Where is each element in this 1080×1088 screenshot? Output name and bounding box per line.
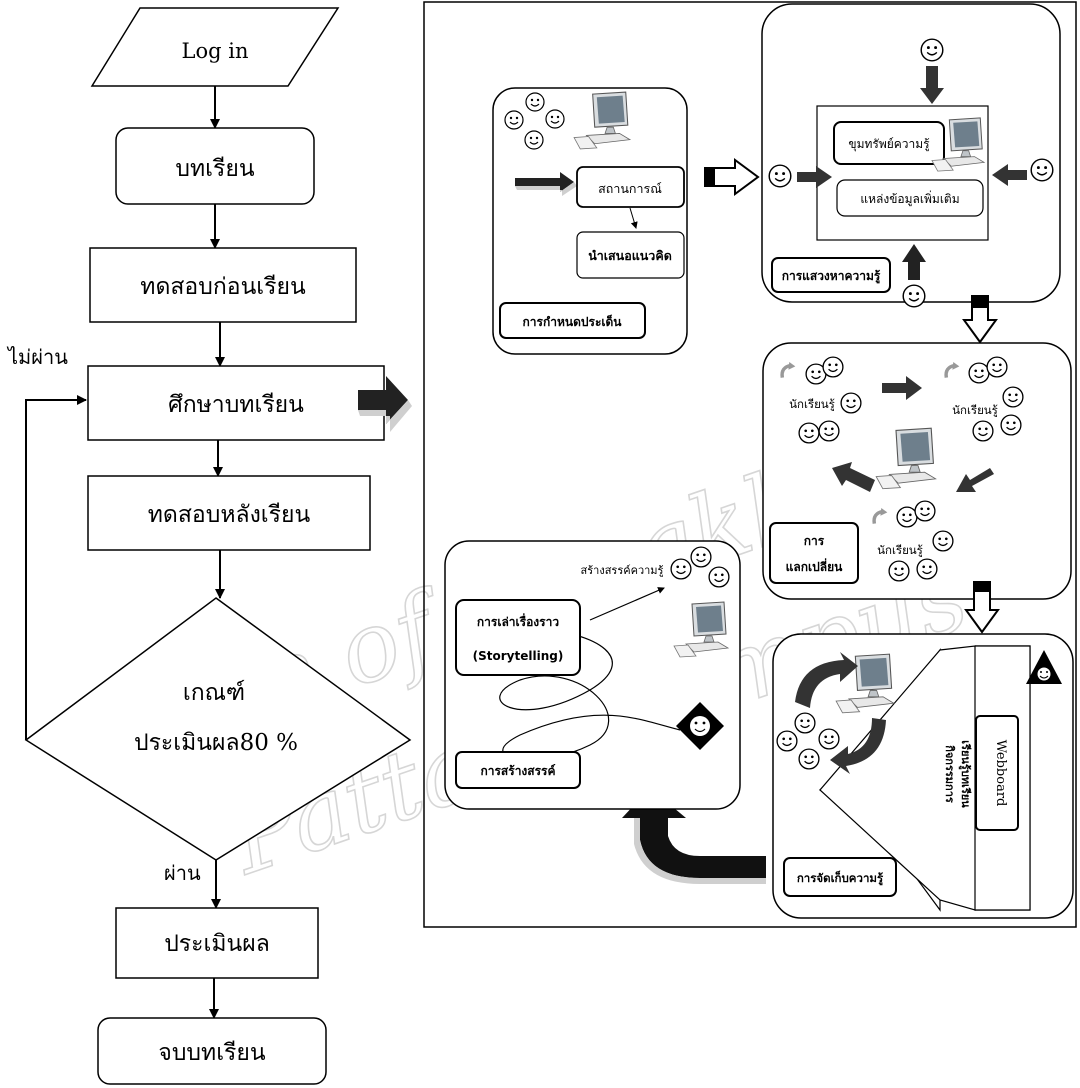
learner-label: นักเรียนรู้ xyxy=(952,403,998,417)
create-title: การสร้างสรรค์ xyxy=(480,764,555,778)
webboard-label: Webboard xyxy=(993,740,1008,807)
smiley-icon xyxy=(896,506,918,528)
present-label: นำเสนอแนวคิด xyxy=(588,248,672,263)
smiley-icon xyxy=(888,560,910,582)
pretest-box xyxy=(89,247,357,323)
smiley-icon xyxy=(822,356,844,378)
smiley-icon xyxy=(690,546,712,568)
criteria-label-2: ประเมินผล80 % xyxy=(134,730,298,756)
login-label: Log in xyxy=(182,39,249,63)
smiley-icon xyxy=(545,109,565,129)
smiley-icon xyxy=(798,422,820,444)
smiley-icon xyxy=(524,130,544,150)
store-label: ขุมทรัพย์ความรู้ xyxy=(848,137,930,152)
story-path xyxy=(499,627,681,761)
smiley-icon xyxy=(972,420,994,442)
smiley-icon xyxy=(916,558,938,580)
evaluate-label: ประเมินผล xyxy=(164,931,270,957)
learner-label: นักเรียนรู้ xyxy=(877,543,923,557)
posttest-label: ทดสอบหลังเรียน xyxy=(148,502,311,528)
smiley-icon xyxy=(818,420,840,442)
smiley-icon xyxy=(794,712,816,734)
define-title: การกำหนดประเด็น xyxy=(523,314,623,329)
lesson-label: บทเรียน xyxy=(175,156,254,182)
exchange-title-2: แลกเปลี่ยน xyxy=(786,558,843,574)
smiley-icon xyxy=(818,728,840,750)
study-box xyxy=(87,365,385,441)
smiley-icon xyxy=(1030,158,1054,182)
panel-create: สร้างสรรค์ความรู้ การเล่าเรื่องราว (Stor… xyxy=(444,540,741,810)
pass-label: ผ่าน xyxy=(164,861,201,885)
smiley-icon xyxy=(932,530,954,552)
panel-store: Webboard กิจกรรมการ เรียนรู้บทเรียน การจ… xyxy=(772,633,1074,919)
smiley-icon xyxy=(504,110,524,130)
story-label-2: (Storytelling) xyxy=(473,649,564,663)
smiley-icon xyxy=(525,92,545,112)
right-panel xyxy=(423,1,1077,928)
end-label: จบบทเรียน xyxy=(158,1040,266,1066)
smiley-icon xyxy=(902,284,926,308)
smiley-icon xyxy=(920,38,944,62)
flowchart: Log in บทเรียน ทดสอบก่อนเรียน ไม่ผ่าน ศึ… xyxy=(6,7,412,1085)
smiley-icon xyxy=(1002,386,1024,408)
curved-arrow xyxy=(622,788,766,878)
evaluate-box xyxy=(115,907,319,979)
smiley-icon xyxy=(768,164,792,188)
posttest-box xyxy=(87,475,371,551)
smiley-icon xyxy=(986,356,1008,378)
panel-define: สถานการณ์ นำเสนอแนวคิด การกำหนดประเด็น xyxy=(492,87,688,355)
smiley-icon xyxy=(968,362,990,384)
smiley-icon xyxy=(840,392,862,414)
study-label: ศึกษาบทเรียน xyxy=(168,392,304,418)
smiley-icon xyxy=(1000,414,1022,436)
smiley-icon xyxy=(776,730,798,752)
situation-label: สถานการณ์ xyxy=(598,181,662,196)
panel-exchange: นักเรียนรู้ นักเรียนรู้ นักเรียนรู้ การ … xyxy=(762,342,1072,600)
end-box xyxy=(97,1017,327,1085)
seek-title: การแสวงหาความรู้ xyxy=(782,269,881,284)
connector-arrow xyxy=(358,376,412,432)
store-title: การจัดเก็บความรู้ xyxy=(797,870,884,886)
pretest-label: ทดสอบก่อนเรียน xyxy=(140,274,306,300)
extra-label: แหล่งข้อมูลเพิ่มเติม xyxy=(860,190,959,207)
activity-label-2: เรียนรู้บทเรียน xyxy=(958,740,972,808)
story-label-1: การเล่าเรื่องราว xyxy=(477,613,559,629)
learner-label: นักเรียนรู้ xyxy=(789,397,835,411)
criteria-label-1: เกณฑ์ xyxy=(183,679,245,706)
exchange-title-1: การ xyxy=(804,534,825,548)
activity-label-1: กิจกรรมการ xyxy=(943,745,956,803)
smiley-icon xyxy=(798,748,820,770)
panel-seek: ขุมทรัพย์ความรู้ แหล่งข้อมูลเพิ่มเติม กา… xyxy=(761,3,1061,308)
smiley-icon xyxy=(914,500,936,522)
smiley-icon xyxy=(708,566,730,588)
create-knowledge-label: สร้างสรรค์ความรู้ xyxy=(581,564,664,577)
fail-label: ไม่ผ่าน xyxy=(6,345,68,369)
smiley-icon xyxy=(670,558,692,580)
fail-loop-line xyxy=(25,395,87,740)
login-parallelogram xyxy=(90,7,340,87)
